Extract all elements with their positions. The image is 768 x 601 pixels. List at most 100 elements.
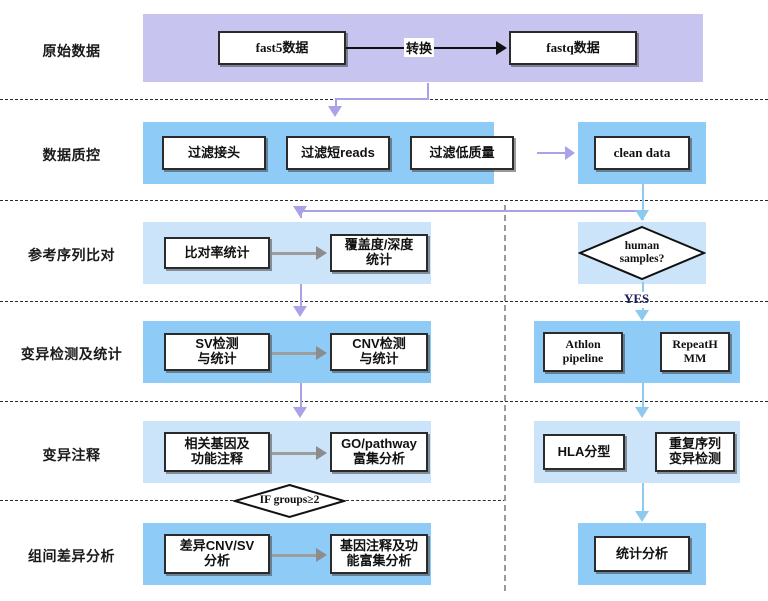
lane-divider-4 xyxy=(0,401,768,402)
box-sv-detection[interactable]: SV检测与统计 xyxy=(164,333,270,371)
box-gene-annotation-enrichment-label: 基因注释及功能富集分析 xyxy=(332,538,426,569)
lane-label-raw-data: 原始数据 xyxy=(42,43,101,59)
box-fastq-data-label: fastq数据 xyxy=(546,39,600,55)
lane-divider-3 xyxy=(0,301,768,302)
box-filter-low-quality-label: 过滤低质量 xyxy=(429,144,495,160)
box-filter-adapter-label: 过滤接头 xyxy=(187,144,240,160)
box-repeat-sequence-variant[interactable]: 重复序列变异检测 xyxy=(655,432,735,472)
box-differential-cnv-sv-line2: 分析 xyxy=(203,553,230,568)
edge-filter-to-clean-arrow xyxy=(565,146,575,160)
box-clean-data-label: clean data xyxy=(613,144,671,160)
box-sv-detection-line2: 与统计 xyxy=(197,351,237,366)
edge-annot-to-stat-arrow xyxy=(635,511,649,522)
box-go-pathway-enrichment-line2: 富集分析 xyxy=(352,451,405,466)
box-fast5-data[interactable]: fast5数据 xyxy=(218,31,346,65)
box-repeat-sequence-variant-line2: 变异检测 xyxy=(668,451,721,466)
lane-divider-5-right xyxy=(346,500,506,501)
box-cnv-detection-line1: CNV检测 xyxy=(352,336,406,352)
box-differential-cnv-sv-line1: 差异CNV/SV xyxy=(179,538,255,554)
lane-divider-5-left xyxy=(0,500,233,501)
edge-fastq-to-qc-seg-v2 xyxy=(335,98,337,107)
edge-diff-to-enrich-line xyxy=(272,554,318,557)
edge-fast5-to-fastq-arrow xyxy=(496,41,507,55)
box-filter-short-reads[interactable]: 过滤短reads xyxy=(286,136,390,170)
box-gene-function-annotation[interactable]: 相关基因及功能注释 xyxy=(164,432,270,472)
box-athlon-pipeline-line1: Athlon xyxy=(565,337,601,352)
box-repeathmm-line1: RepeatH xyxy=(672,337,718,352)
edge-clean-to-align-arrow xyxy=(293,206,307,217)
edge-yes-arrow xyxy=(635,310,649,321)
box-coverage-depth-stat-label: 覆盖度/深度统计 xyxy=(332,237,426,268)
box-coverage-depth-stat[interactable]: 覆盖度/深度统计 xyxy=(330,234,428,272)
edge-annot-to-go-arrow xyxy=(316,446,327,460)
box-clean-data[interactable]: clean data xyxy=(594,136,690,170)
lane-label-variant-calling: 变异检测及统计 xyxy=(20,346,123,362)
lane-label-group-diff: 组间差异分析 xyxy=(28,548,115,564)
edge-align-to-coverage-arrow xyxy=(316,246,327,260)
box-gene-function-annotation-label: 相关基因及功能注释 xyxy=(166,436,268,467)
box-fastq-data[interactable]: fastq数据 xyxy=(509,31,637,65)
box-cnv-detection[interactable]: CNV检测与统计 xyxy=(330,333,428,371)
box-repeat-sequence-variant-label: 重复序列变异检测 xyxy=(657,436,733,467)
box-go-pathway-enrichment-line1: GO/pathway xyxy=(341,436,417,452)
box-align-rate-stat[interactable]: 比对率统计 xyxy=(164,237,270,269)
box-gene-annotation-enrichment[interactable]: 基因注释及功能富集分析 xyxy=(330,534,428,574)
box-hla-typing[interactable]: HLA分型 xyxy=(543,434,625,470)
edge-align-to-variant-arrow xyxy=(293,306,307,317)
edge-right-variant-to-annot-arrow xyxy=(635,407,649,418)
box-repeat-sequence-variant-line1: 重复序列 xyxy=(668,436,721,452)
edge-align-to-coverage-line xyxy=(272,252,318,255)
box-filter-short-reads-label: 过滤短reads xyxy=(301,144,375,160)
box-filter-adapter[interactable]: 过滤接头 xyxy=(162,136,266,170)
diamond-if-groups[interactable]: IF groups≥2 xyxy=(233,483,346,519)
box-gene-function-annotation-line2: 功能注释 xyxy=(190,451,243,466)
edge-right-variant-to-annot-seg xyxy=(642,383,644,409)
box-cnv-detection-label: CNV检测与统计 xyxy=(332,336,426,367)
box-coverage-depth-stat-line2: 统计 xyxy=(365,252,392,267)
edge-label-convert: 转换 xyxy=(404,38,435,57)
lane-label-data-qc: 数据质控 xyxy=(42,147,101,163)
edge-sv-to-cnv-arrow xyxy=(316,346,327,360)
edge-filter-to-clean-line xyxy=(537,152,567,154)
edge-fastq-to-qc-arrow xyxy=(328,106,342,117)
lane-label-variant-annot: 变异注释 xyxy=(42,447,101,463)
edge-yes-seg-top xyxy=(642,282,644,292)
lane-label-reference-align: 参考序列比对 xyxy=(28,247,115,263)
box-statistical-analysis[interactable]: 统计分析 xyxy=(594,536,690,572)
edge-variant-to-annot-seg xyxy=(300,383,302,409)
edge-variant-to-annot-arrow xyxy=(293,407,307,418)
box-filter-low-quality[interactable]: 过滤低质量 xyxy=(410,136,514,170)
edge-fastq-to-qc-seg-v1 xyxy=(427,83,429,99)
edge-align-to-variant-seg xyxy=(300,284,302,308)
edge-diff-to-enrich-arrow xyxy=(316,548,327,562)
box-gene-annotation-enrichment-line2: 能富集分析 xyxy=(346,553,412,568)
lane-divider-2 xyxy=(0,200,768,201)
box-athlon-pipeline-line2: pipeline xyxy=(562,351,604,365)
box-gene-function-annotation-line1: 相关基因及 xyxy=(184,436,250,452)
edge-clean-down-seg xyxy=(642,184,644,211)
box-repeathmm-line2: MM xyxy=(683,351,707,365)
edge-label-yes: YES xyxy=(624,291,650,306)
box-gene-annotation-enrichment-line1: 基因注释及功 xyxy=(339,538,418,554)
box-sv-detection-line1: SV检测 xyxy=(195,336,239,352)
box-hla-typing-label: HLA分型 xyxy=(557,443,611,459)
box-fast5-data-label: fast5数据 xyxy=(255,39,309,55)
edge-clean-split-h xyxy=(300,210,643,212)
box-align-rate-stat-label: 比对率统计 xyxy=(184,244,250,260)
edge-annot-to-stat-seg xyxy=(642,483,644,513)
column-divider xyxy=(504,205,506,591)
box-statistical-analysis-label: 统计分析 xyxy=(615,545,668,561)
box-cnv-detection-line2: 与统计 xyxy=(359,351,399,366)
edge-sv-to-cnv-line xyxy=(272,352,318,355)
box-coverage-depth-stat-line1: 覆盖度/深度 xyxy=(344,237,414,253)
